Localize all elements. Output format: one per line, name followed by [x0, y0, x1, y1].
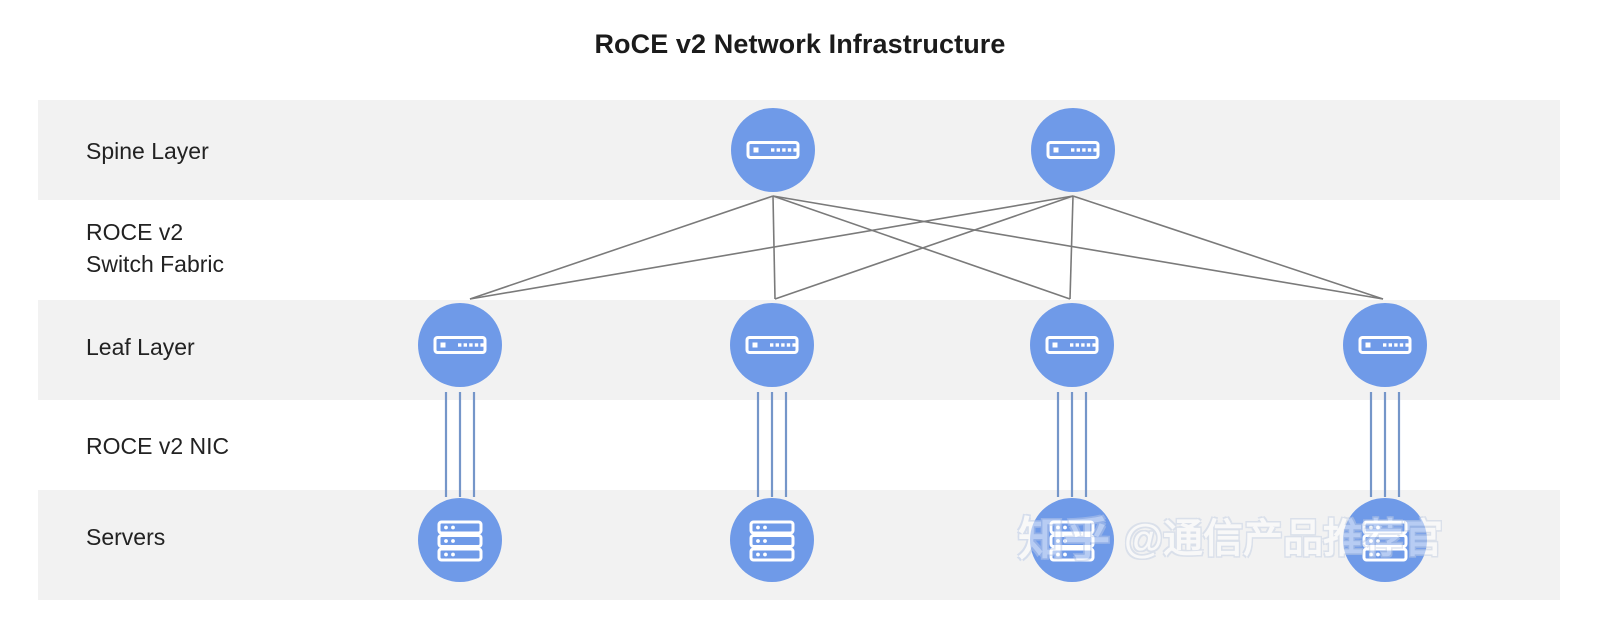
- page-title: RoCE v2 Network Infrastructure: [594, 29, 1006, 59]
- network-switch-icon: [1046, 141, 1100, 159]
- server-1[interactable]: [418, 498, 502, 582]
- row-label-switch-fabric: ROCE v2 Switch Fabric: [86, 219, 225, 277]
- server-3[interactable]: [1030, 498, 1114, 582]
- network-switch-icon: [1358, 336, 1412, 354]
- spine-switch-2[interactable]: [1031, 108, 1115, 192]
- leaf-switch-3[interactable]: [1030, 303, 1114, 387]
- band-switch-fabric: [38, 200, 1560, 300]
- spine-switch-1[interactable]: [731, 108, 815, 192]
- row-label-roce-nic: ROCE v2 NIC: [86, 433, 230, 459]
- leaf-switch-4[interactable]: [1343, 303, 1427, 387]
- leaf-switch-2[interactable]: [730, 303, 814, 387]
- network-switch-icon: [433, 336, 487, 354]
- network-switch-icon: [1045, 336, 1099, 354]
- row-label-leaf-layer: Leaf Layer: [86, 334, 195, 360]
- row-label-servers: Servers: [86, 524, 166, 550]
- server-4[interactable]: [1343, 498, 1427, 582]
- network-switch-icon: [745, 336, 799, 354]
- row-label-spine-layer: Spine Layer: [86, 138, 209, 164]
- server-rack-icon: [437, 520, 483, 562]
- server-rack-icon: [1049, 520, 1095, 562]
- band-roce-nic: [38, 400, 1560, 490]
- server-rack-icon: [1362, 520, 1408, 562]
- server-2[interactable]: [730, 498, 814, 582]
- server-rack-icon: [749, 520, 795, 562]
- leaf-switch-1[interactable]: [418, 303, 502, 387]
- network-switch-icon: [746, 141, 800, 159]
